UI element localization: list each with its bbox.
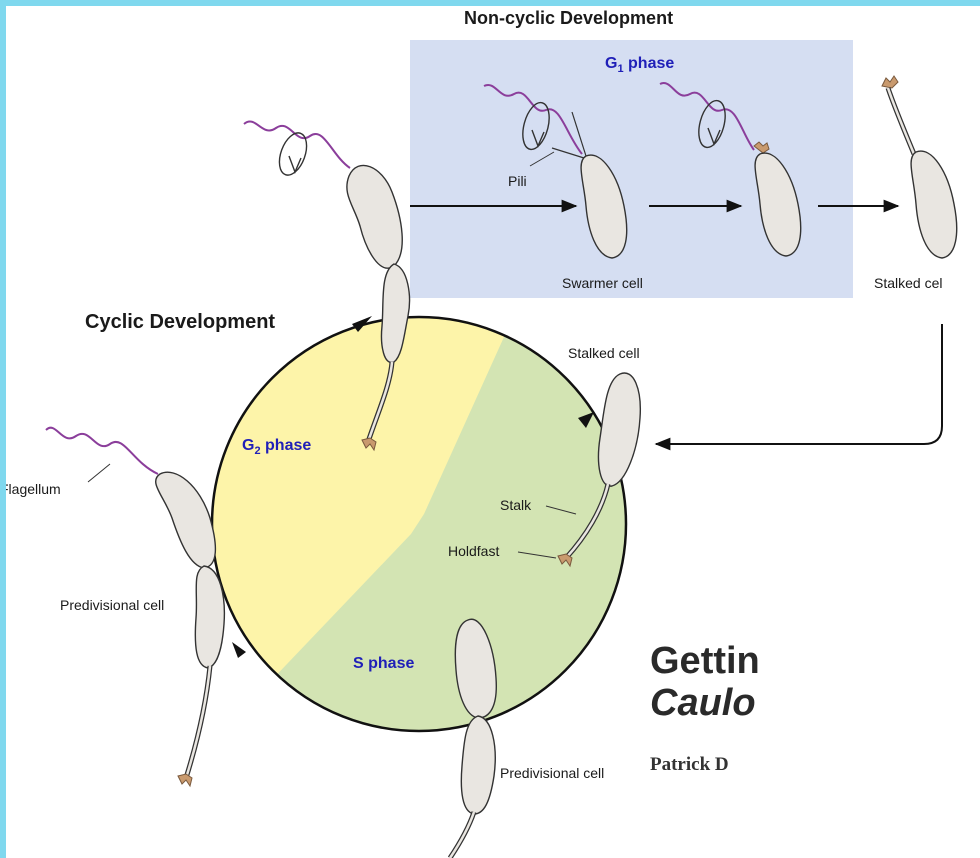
- label-stalk: Stalk: [500, 497, 532, 513]
- stalked-cell-circle: [517, 372, 642, 568]
- predivisional-cell-bottom: [447, 618, 497, 858]
- overlay-title-line2: Caulo: [650, 682, 756, 724]
- g1-phase-label: G1 phase: [605, 55, 674, 75]
- diagram-canvas: Non-cyclic Development Cyclic Developmen…: [6, 6, 980, 858]
- arrow-return-to-cycle: [654, 324, 943, 451]
- overlay-author: Patrick D: [650, 754, 729, 775]
- dividing-cell-top: [243, 120, 411, 452]
- title-noncyclic: Non-cyclic Development: [464, 8, 673, 28]
- cycle-arrow-left: [232, 642, 246, 658]
- label-stalked-cell-circle: Stalked cell: [568, 345, 640, 361]
- predivisional-cell-left: [45, 426, 226, 788]
- g1-cell: [659, 82, 802, 257]
- label-holdfast: Holdfast: [448, 543, 499, 559]
- s-phase-label: S phase: [353, 655, 414, 672]
- label-stalked-cell-top: Stalked cel: [874, 275, 942, 291]
- g2-phase-label: G2 phase: [242, 437, 311, 457]
- overlay-title-line1: Gettin: [650, 640, 760, 682]
- cycle-circle: [212, 317, 626, 731]
- stalked-cell-top: [881, 75, 958, 259]
- cycle-arrow-stalked: [578, 412, 594, 428]
- label-pili: Pili: [508, 173, 527, 189]
- label-swarmer-cell: Swarmer cell: [562, 275, 643, 291]
- g1-phase-region: [410, 40, 853, 298]
- overlay-title: Gettin Caulo: [650, 640, 760, 724]
- label-predivisional-bottom: Predivisional cell: [500, 765, 604, 781]
- cycle-arrow-top: [352, 316, 372, 332]
- title-cyclic: Cyclic Development: [85, 311, 275, 333]
- g2-phase-region: [212, 317, 518, 726]
- label-flagellum: Flagellum: [6, 481, 61, 497]
- caulobacter-cell-cycle-diagram: Non-cyclic Development Cyclic Developmen…: [6, 8, 958, 858]
- swarmer-cell: [483, 83, 628, 259]
- label-predivisional-left: Predivisional cell: [60, 597, 164, 613]
